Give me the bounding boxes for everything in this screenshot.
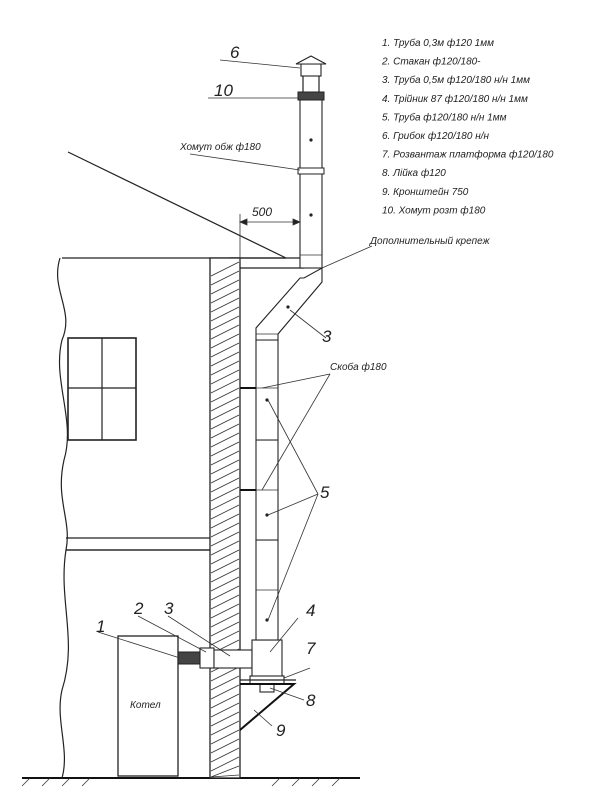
- callout-9: 9: [276, 721, 286, 740]
- legend-item: 3. Труба 0,5м ф120/180 н/н 1мм: [382, 74, 530, 86]
- callout-4: 4: [306, 601, 315, 620]
- legend-item: 10. Хомут розт ф180: [382, 204, 486, 216]
- cap-top-item-6: [295, 55, 327, 65]
- callout-3-bottom: 3: [164, 599, 174, 618]
- leader-lines: [97, 59, 373, 727]
- window: [67, 337, 137, 441]
- offset-pipe-item-3: [255, 267, 323, 341]
- cap-item-6: [300, 63, 322, 77]
- legend-item: 9. Кронштейн 750: [382, 187, 469, 198]
- label-extra-mount: Дополнительный крепеж: [369, 236, 491, 247]
- legend: 1. Труба 0,3м ф120 1мм 2. Стакан ф120/180…: [381, 37, 554, 216]
- ground-hatch: [21, 777, 341, 787]
- clamp-item-10: [297, 91, 325, 101]
- wall-hatch: [210, 261, 240, 778]
- house-lower-break: [59, 549, 70, 779]
- compression-clamp: [297, 167, 325, 175]
- callout-10: 10: [214, 81, 233, 100]
- callout-2: 2: [133, 599, 144, 618]
- pipe-item-1: [177, 651, 201, 665]
- legend-item: 5. Труба ф120/180 н/н 1мм: [382, 111, 507, 123]
- callout-3-top: 3: [322, 327, 332, 346]
- pipe-upper: [299, 95, 323, 269]
- legend-item: 8. Лійка ф120: [382, 167, 446, 179]
- legend-item: 6. Грибок ф120/180 н/н: [382, 130, 489, 142]
- bracket-item-9: [239, 683, 297, 731]
- funnel-item-8: [259, 683, 275, 693]
- dimension-500-label: 500: [252, 205, 272, 219]
- house-outline: [57, 257, 210, 551]
- legend-item: 4. Трійник 87 ф120/180 н/н 1мм: [382, 93, 528, 105]
- label-clamp: Хомут обж ф180: [179, 141, 261, 153]
- boiler-label: Котел: [130, 700, 161, 711]
- legend-item: 1. Труба 0,3м ф120 1мм: [382, 37, 494, 49]
- label-bracket: Скоба ф180: [330, 361, 387, 373]
- dimension-500: [238, 214, 302, 262]
- callout-8: 8: [306, 691, 316, 710]
- sleeve-item-2: [199, 647, 215, 669]
- legend-item: 2. Стакан ф120/180-: [381, 56, 481, 68]
- callout-7: 7: [306, 639, 316, 658]
- callout-1: 1: [96, 617, 105, 636]
- tee-item-4: [251, 639, 283, 679]
- pipe-item-5-upper: [255, 339, 279, 441]
- callout-5: 5: [320, 483, 330, 502]
- boiler: [117, 635, 179, 777]
- pipe-item-3-horizontal: [213, 649, 253, 669]
- legend-item: 7. Розвантаж платформа ф120/180: [382, 149, 554, 161]
- callout-6: 6: [230, 43, 240, 62]
